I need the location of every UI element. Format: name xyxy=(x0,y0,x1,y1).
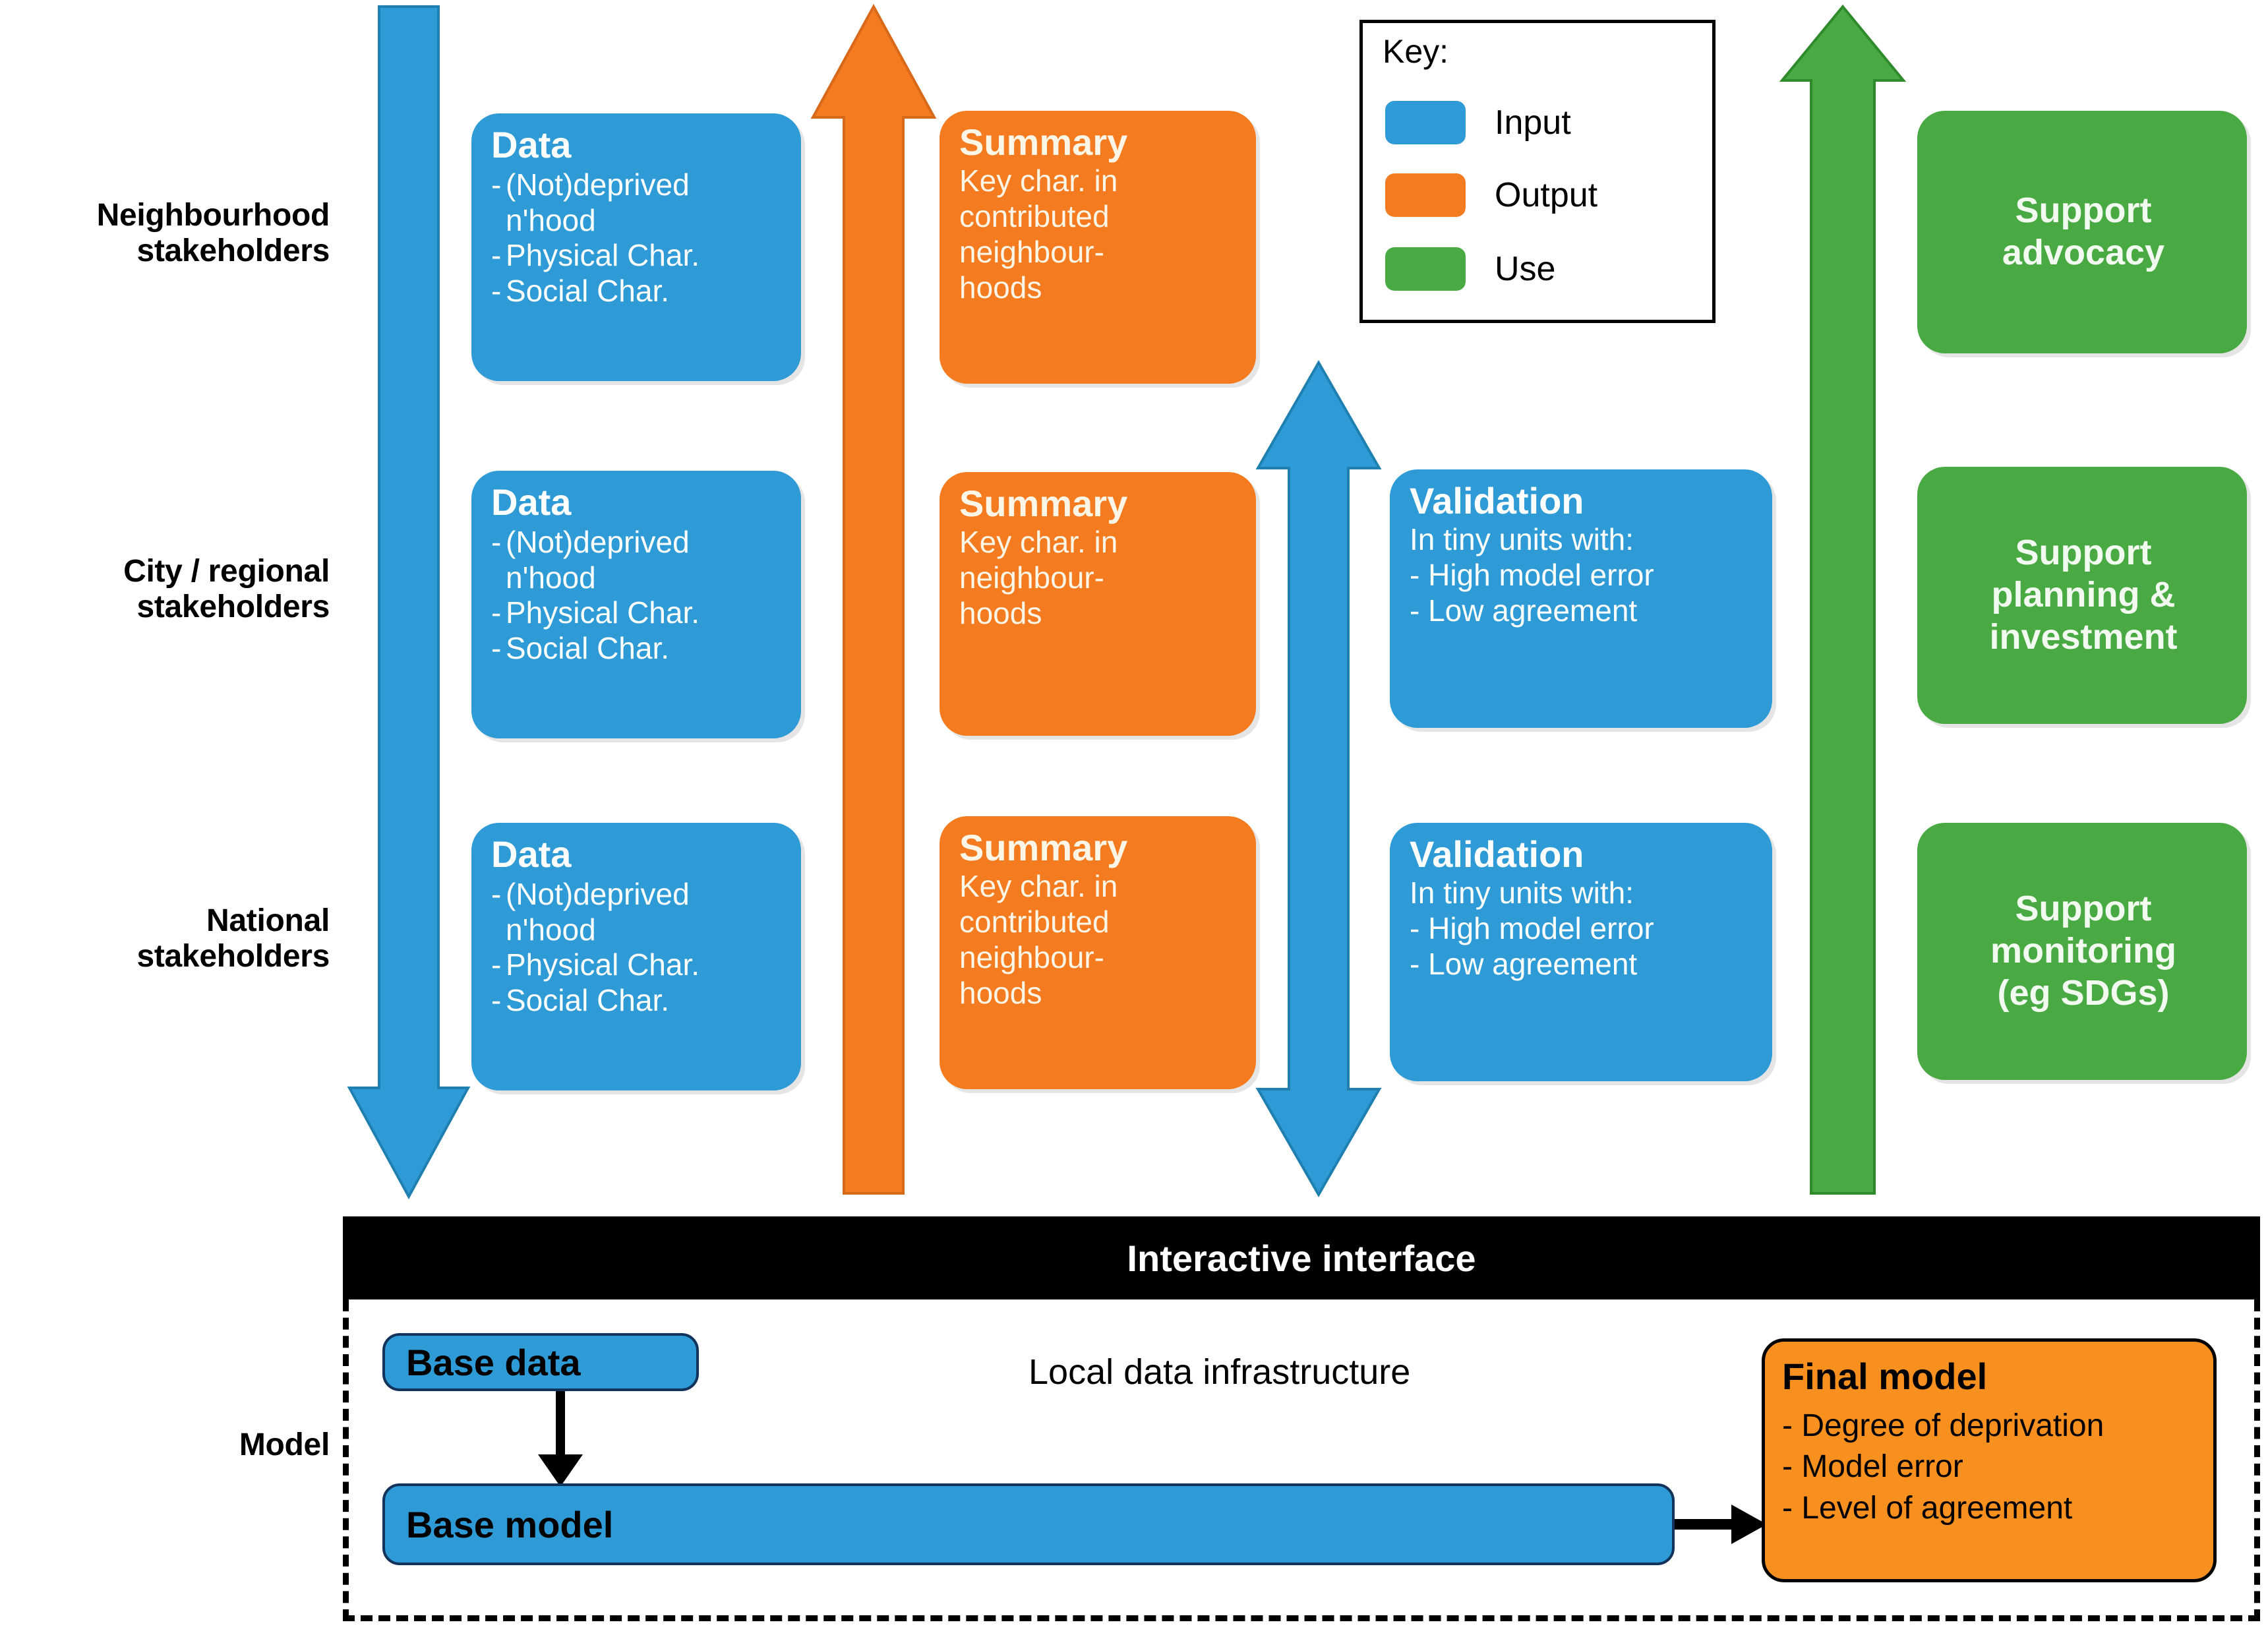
legend-swatch-input xyxy=(1385,101,1466,144)
row-label-city-regional: City / regional stakeholders xyxy=(123,554,330,624)
bullet-text: Social Char. xyxy=(506,630,670,665)
use-card-advocacy[interactable]: Support advocacy xyxy=(1917,111,2247,353)
use-card-text: Support monitoring (eg SDGs) xyxy=(1990,889,2176,1013)
data-card-bullets: -(Not)deprived n'hood -Physical Char. -S… xyxy=(491,525,784,665)
bullet-item: -Physical Char. xyxy=(491,595,784,630)
validation-card-title: Validation xyxy=(1410,480,1584,522)
legend-row-output: Output xyxy=(1385,173,1597,217)
data-card-national[interactable]: Data -(Not)deprived n'hood -Physical Cha… xyxy=(471,823,801,1090)
base-model-label: Base model xyxy=(406,1503,614,1545)
row-label-neighbourhood: Neighbourhood stakeholders xyxy=(96,198,330,268)
bullet-dash: - xyxy=(491,947,502,982)
use-card-planning[interactable]: Support planning & investment xyxy=(1917,467,2247,724)
use-card-monitoring[interactable]: Support monitoring (eg SDGs) xyxy=(1917,823,2247,1080)
model-dashed-container xyxy=(343,1299,2260,1621)
legend-label-input: Input xyxy=(1495,104,1571,142)
summary-card-title: Summary xyxy=(959,827,1128,868)
legend-swatch-use xyxy=(1385,247,1466,291)
bullet-item: -Physical Char. xyxy=(491,947,784,982)
summary-card-title: Summary xyxy=(959,121,1128,163)
bullet-dash: - xyxy=(491,982,502,1017)
base-data-box[interactable]: Base data xyxy=(382,1333,699,1391)
legend-label-use: Use xyxy=(1495,250,1556,288)
legend-title: Key: xyxy=(1383,33,1449,70)
final-model-line: - Model error xyxy=(1782,1449,1963,1485)
bullet-item: -Physical Char. xyxy=(491,238,784,273)
validation-card-title: Validation xyxy=(1410,833,1584,875)
row-label-national: National stakeholders xyxy=(136,903,330,974)
final-model-title: Final model xyxy=(1782,1356,1988,1397)
base-data-to-base-model-arrow xyxy=(538,1391,583,1487)
interactive-interface-label: Interactive interface xyxy=(1127,1237,1476,1279)
bullet-text: (Not)deprived n'hood xyxy=(506,525,690,595)
data-card-bullets: -(Not)deprived n'hood -Physical Char. -S… xyxy=(491,877,784,1017)
legend-swatch-output xyxy=(1385,173,1466,217)
legend-label-output: Output xyxy=(1495,176,1598,214)
bullet-item: -Social Char. xyxy=(491,274,784,309)
data-card-title: Data xyxy=(491,833,572,875)
data-card-city-regional[interactable]: Data -(Not)deprived n'hood -Physical Cha… xyxy=(471,471,801,738)
bullet-dash: - xyxy=(491,630,502,665)
bullet-text: Physical Char. xyxy=(506,238,700,273)
bullet-text: Physical Char. xyxy=(506,595,700,630)
final-model-line: - Level of agreement xyxy=(1782,1490,2073,1526)
data-down-arrow xyxy=(347,5,471,1200)
summary-card-city-regional[interactable]: Summary Key char. in neighbour- hoods xyxy=(940,472,1256,736)
bullet-dash: - xyxy=(491,273,502,308)
data-card-bullets: -(Not)deprived n'hood -Physical Char. -S… xyxy=(491,167,784,308)
bullet-dash: - xyxy=(491,595,502,630)
final-model-line: - Degree of deprivation xyxy=(1782,1408,2104,1443)
summary-up-arrow xyxy=(810,3,937,1195)
bullet-text: (Not)deprived n'hood xyxy=(506,877,690,947)
base-data-label: Base data xyxy=(406,1341,581,1383)
row-label-model: Model xyxy=(239,1427,330,1462)
legend-row-input: Input xyxy=(1385,101,1571,144)
data-card-title: Data xyxy=(491,481,572,523)
bullet-text: Social Char. xyxy=(506,982,670,1017)
use-card-text: Support planning & investment xyxy=(1989,533,2178,657)
bullet-dash: - xyxy=(491,525,502,560)
bullet-dash: - xyxy=(491,167,502,202)
bullet-item: -Social Char. xyxy=(491,983,784,1018)
data-card-title: Data xyxy=(491,124,572,165)
bullet-dash: - xyxy=(491,238,502,273)
bullet-text: (Not)deprived n'hood xyxy=(506,167,690,237)
bullet-item: -Social Char. xyxy=(491,631,784,666)
summary-card-neighbourhood[interactable]: Summary Key char. in contributed neighbo… xyxy=(940,111,1256,384)
bullet-dash: - xyxy=(491,877,502,912)
validation-card-body: In tiny units with: - High model error -… xyxy=(1410,522,1654,628)
data-card-neighbourhood[interactable]: Data -(Not)deprived n'hood -Physical Cha… xyxy=(471,113,801,381)
summary-card-body: Key char. in neighbour- hoods xyxy=(959,525,1118,631)
interactive-interface-bar[interactable]: Interactive interface xyxy=(343,1216,2260,1299)
validation-card-body: In tiny units with: - High model error -… xyxy=(1410,876,1654,982)
legend-key: Key: Input Output Use xyxy=(1359,20,1716,323)
use-card-text: Support advocacy xyxy=(2002,191,2165,272)
base-model-to-final-model-arrow xyxy=(1675,1505,1767,1544)
validation-double-arrow xyxy=(1255,359,1382,1198)
legend-row-use: Use xyxy=(1385,247,1555,291)
validation-card-national[interactable]: Validation In tiny units with: - High mo… xyxy=(1390,823,1772,1081)
base-model-box[interactable]: Base model xyxy=(382,1483,1675,1565)
bullet-item: -(Not)deprived n'hood xyxy=(491,877,784,947)
final-model-box[interactable]: Final model - Degree of deprivation - Mo… xyxy=(1762,1338,2217,1582)
bullet-item: -(Not)deprived n'hood xyxy=(491,525,784,595)
bullet-item: -(Not)deprived n'hood xyxy=(491,167,784,238)
summary-card-national[interactable]: Summary Key char. in contributed neighbo… xyxy=(940,816,1256,1089)
validation-card-city-regional[interactable]: Validation In tiny units with: - High mo… xyxy=(1390,469,1772,728)
local-data-infrastructure-label: Local data infrastructure xyxy=(1029,1352,1411,1392)
use-up-arrow xyxy=(1779,4,1907,1195)
bullet-text: Physical Char. xyxy=(506,947,700,982)
summary-card-body: Key char. in contributed neighbour- hood… xyxy=(959,164,1118,305)
bullet-text: Social Char. xyxy=(506,273,670,308)
summary-card-title: Summary xyxy=(959,483,1128,524)
summary-card-body: Key char. in contributed neighbour- hood… xyxy=(959,869,1118,1010)
